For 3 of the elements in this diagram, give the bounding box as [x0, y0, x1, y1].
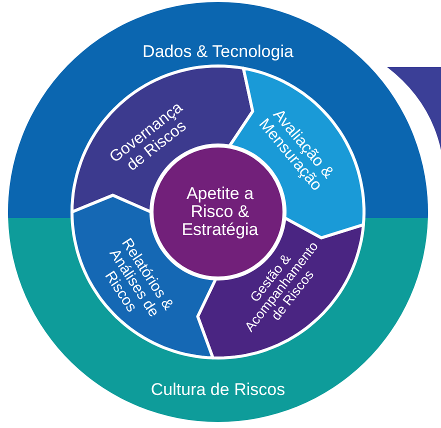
center-label: Apetite a Risco & Estratégia: [180, 185, 259, 239]
band-label: Dados & Tecnologia: [142, 43, 294, 61]
band-label: Cultura de Riscos: [150, 381, 286, 399]
